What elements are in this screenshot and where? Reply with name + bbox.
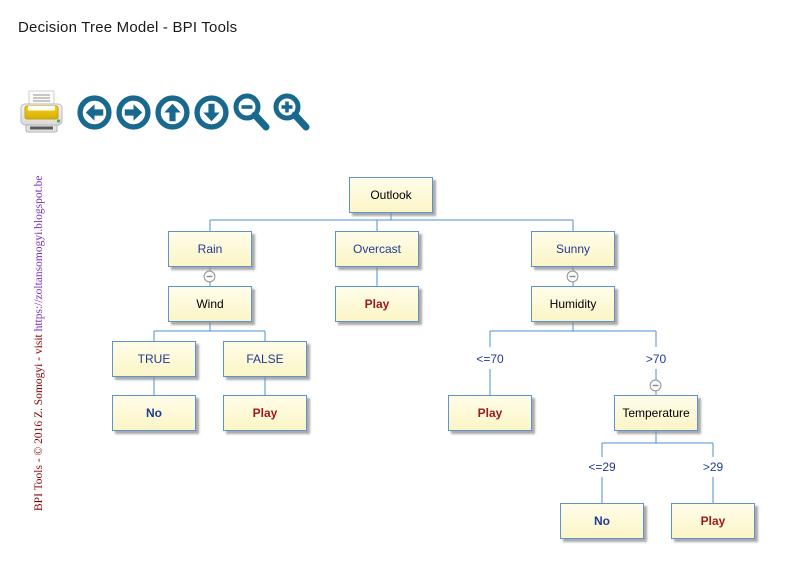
zoom-out-button[interactable]	[231, 92, 272, 135]
node-label: Temperature	[622, 406, 690, 420]
node-label: Play	[700, 514, 726, 528]
tree-node-true: TRUE	[112, 341, 196, 377]
tree-node-overcast: Overcast	[335, 231, 419, 267]
edge-label-temp-le29: <=29	[588, 460, 616, 474]
arrow-up-circle-icon	[155, 95, 190, 133]
collapse-button-temperature[interactable]	[649, 379, 662, 392]
node-label: No	[594, 514, 610, 528]
zoom-in-button[interactable]	[271, 92, 312, 135]
tree-node-rain: Rain	[168, 231, 252, 267]
pan-right-button[interactable]	[116, 95, 151, 130]
tree-leaf-play-le70: Play	[448, 395, 532, 431]
tree-node-humidity: Humidity	[531, 286, 615, 322]
tree-node-sunny: Sunny	[531, 231, 615, 267]
node-label: TRUE	[137, 352, 171, 366]
arrow-right-circle-icon	[116, 95, 151, 133]
tree-leaf-no-le29: No	[560, 503, 644, 539]
zoom-in-magnifier-icon	[271, 93, 312, 138]
collapse-button-wind[interactable]	[203, 270, 216, 283]
node-label: Sunny	[555, 242, 591, 256]
node-label: Wind	[196, 297, 224, 311]
minus-circle-icon	[566, 270, 579, 286]
node-label: Rain	[197, 242, 223, 256]
pan-left-button[interactable]	[77, 95, 112, 130]
node-label: Play	[477, 406, 503, 420]
node-label: No	[146, 406, 162, 420]
minus-circle-icon	[203, 270, 216, 286]
minus-circle-icon	[649, 379, 662, 395]
edge-label-humidity-gt70: >70	[645, 352, 667, 366]
credit-line: BPI Tools - © 2016 Z. Somogyi - visit ht…	[33, 176, 45, 512]
tree-node-outlook: Outlook	[349, 177, 433, 213]
node-label: Play	[252, 406, 278, 420]
credit-text: BPI Tools - © 2016 Z. Somogyi - visit	[33, 331, 45, 511]
edge-label-temp-gt29: >29	[702, 460, 724, 474]
zoom-out-magnifier-icon	[231, 93, 272, 138]
tree-leaf-no-true: No	[112, 395, 196, 431]
tree-leaf-play-overcast: Play	[335, 286, 419, 322]
node-label: Play	[364, 297, 390, 311]
pan-up-button[interactable]	[155, 95, 190, 130]
tree-leaf-play-false: Play	[223, 395, 307, 431]
print-button[interactable]	[17, 88, 65, 136]
node-label: Humidity	[549, 297, 597, 311]
node-label: Outlook	[370, 188, 412, 202]
printer-icon	[17, 90, 65, 139]
edge-label-humidity-le70: <=70	[476, 352, 504, 366]
arrow-left-circle-icon	[77, 95, 112, 133]
tree-node-false: FALSE	[223, 341, 307, 377]
node-label: FALSE	[246, 352, 284, 366]
collapse-button-humidity[interactable]	[566, 270, 579, 283]
pan-down-button[interactable]	[194, 95, 229, 130]
tree-leaf-play-gt29: Play	[671, 503, 755, 539]
credit-link[interactable]: https://zoltansomogyi.blogspot.be	[33, 175, 45, 332]
page-title: Decision Tree Model - BPI Tools	[18, 19, 238, 36]
tree-node-wind: Wind	[168, 286, 252, 322]
node-label: Overcast	[352, 242, 401, 256]
arrow-down-circle-icon	[194, 95, 229, 133]
tree-node-temperature: Temperature	[614, 395, 698, 431]
